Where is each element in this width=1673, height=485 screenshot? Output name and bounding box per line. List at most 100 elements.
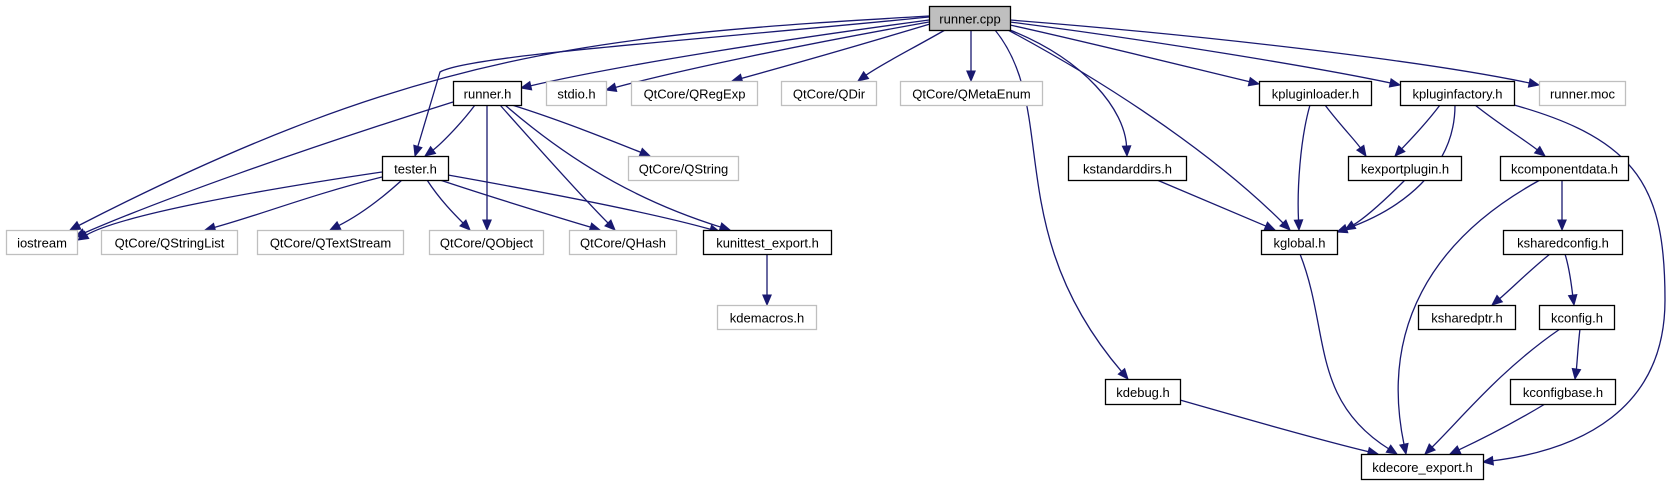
edge-ksharedconfig-h-to-ksharedptr-h: [1491, 253, 1551, 306]
node-tester-h[interactable]: tester.h: [381, 155, 450, 182]
edge-kpluginloader-h-to-kexportplugin-h: [1324, 104, 1367, 158]
edge-kpluginfactory-h-to-kglobal-h: [1335, 104, 1456, 234]
edge-line: [77, 15, 930, 227]
edge-line: [511, 104, 642, 154]
edge-line: [1400, 104, 1441, 150]
node-kstandarddirs-h[interactable]: kstandarddirs.h: [1067, 155, 1188, 182]
edge-runner-cpp-to-qdir: [856, 29, 946, 82]
edge-line: [1009, 24, 1251, 83]
edge-runner-cpp-to-runner-h: [519, 19, 930, 91]
edge-runner-cpp-to-kstandarddirs-h: [1009, 29, 1132, 158]
node-runner-cpp[interactable]: runner.cpp: [928, 5, 1012, 32]
edge-tester-h-to-qstringlist: [203, 176, 383, 233]
edge-runner-cpp-to-kpluginfactory-h: [1009, 21, 1402, 88]
arrowhead-icon: [1567, 293, 1578, 307]
node-box: [1417, 304, 1517, 331]
arrowhead-icon: [1385, 444, 1399, 455]
edge-runner-cpp-to-kglobal-h: [1007, 29, 1291, 231]
node-label: kcomponentdata.h: [1511, 162, 1618, 177]
node-label: kunittest_export.h: [716, 236, 819, 251]
node-box: [899, 80, 1044, 107]
arrowhead-icon: [1424, 443, 1436, 455]
edge-kstandarddirs-h-to-kglobal-h: [1156, 179, 1277, 231]
node-qtextstream: QtCore/QTextStream: [256, 229, 405, 256]
arrowhead-icon: [68, 220, 82, 231]
edge-line: [614, 21, 930, 89]
node-kunittest-export-h[interactable]: kunittest_export.h: [702, 229, 833, 256]
node-label: iostream: [17, 236, 67, 251]
arrowhead-icon: [1263, 221, 1277, 231]
node-kpluginfactory-h[interactable]: kpluginfactory.h: [1399, 80, 1516, 107]
edge-line: [447, 174, 712, 231]
edge-runner-cpp-to-runner-moc: [1009, 19, 1541, 88]
node-label: QtCore/QObject: [440, 236, 534, 251]
edge-line: [1156, 179, 1267, 228]
edge-kconfig-h-to-kdecore-export-h: [1424, 328, 1561, 455]
edge-line: [1564, 253, 1574, 297]
edge-line: [740, 23, 931, 80]
edge-line: [1352, 179, 1406, 226]
node-box: [381, 155, 450, 182]
edge-kcomponentdata-h-to-ksharedconfig-h: [1557, 180, 1567, 232]
edge-line: [1457, 403, 1546, 451]
node-kpluginloader-h[interactable]: kpluginloader.h: [1258, 80, 1373, 107]
arrowhead-icon: [1481, 455, 1495, 466]
arrowhead-icon: [76, 230, 90, 241]
arrowhead-icon: [1571, 367, 1582, 381]
node-label: QtCore/QDir: [793, 87, 866, 102]
edge-line: [213, 176, 383, 229]
edge-line: [426, 179, 465, 225]
edge-line: [504, 104, 722, 228]
edge-kglobal-h-to-kdecore-export-h: [1299, 253, 1399, 455]
edge-line: [529, 19, 930, 87]
node-kconfig-h[interactable]: kconfig.h: [1538, 304, 1616, 331]
arrowhead-icon: [1343, 220, 1357, 231]
node-kdecore-export-h[interactable]: kdecore_export.h: [1360, 453, 1485, 481]
node-box: [1538, 80, 1627, 107]
node-box: [568, 229, 678, 256]
arrowhead-icon: [459, 219, 471, 231]
node-label: QtCore/QRegExp: [644, 87, 746, 102]
edge-line: [1297, 104, 1311, 222]
node-qregexp: QtCore/QRegExp: [630, 80, 759, 107]
edge-line: [1397, 179, 1541, 446]
edge-line: [1474, 104, 1539, 151]
edge-line: [1324, 104, 1362, 149]
edge-runner-cpp-to-stdio-h: [604, 21, 930, 93]
node-box: [452, 80, 523, 107]
edge-line: [1345, 104, 1456, 230]
node-kdebug-h[interactable]: kdebug.h: [1104, 378, 1182, 406]
arrowhead-icon: [638, 147, 652, 157]
node-label: runner.h: [464, 87, 512, 102]
arrowhead-icon: [328, 220, 342, 231]
node-label: kpluginloader.h: [1272, 87, 1359, 102]
node-qdir: QtCore/QDir: [780, 80, 878, 107]
edge-line: [1009, 19, 1531, 84]
edges-layer: [68, 15, 1666, 466]
node-label: kpluginfactory.h: [1412, 87, 1502, 102]
node-ksharedconfig-h[interactable]: ksharedconfig.h: [1502, 229, 1624, 256]
edge-kcomponentdata-h-to-kdecore-export-h: [1397, 179, 1541, 456]
node-kcomponentdata-h[interactable]: kcomponentdata.h: [1499, 155, 1630, 182]
edge-line: [1007, 29, 1285, 225]
edge-line: [431, 104, 476, 152]
node-box: [702, 229, 833, 256]
node-label: kconfigbase.h: [1523, 385, 1603, 400]
node-kconfigbase-h[interactable]: kconfigbase.h: [1509, 378, 1617, 406]
node-kglobal-h[interactable]: kglobal.h: [1260, 229, 1339, 256]
arrowhead-icon: [1293, 219, 1304, 232]
node-box: [1067, 155, 1188, 182]
edge-line: [1491, 104, 1666, 462]
node-box: [1347, 155, 1463, 182]
node-label: QtCore/QMetaEnum: [912, 87, 1031, 102]
node-label: QtCore/QStringList: [115, 236, 225, 251]
node-ksharedptr-h[interactable]: ksharedptr.h: [1417, 304, 1517, 331]
node-kexportplugin-h[interactable]: kexportplugin.h: [1347, 155, 1463, 182]
edge-line: [1299, 253, 1390, 450]
node-box: [256, 229, 405, 256]
node-label: QtCore/QTextStream: [270, 236, 391, 251]
node-box: [928, 5, 1012, 32]
node-label: stdio.h: [557, 87, 595, 102]
edge-tester-h-to-qtextstream: [328, 179, 403, 231]
node-runner-h[interactable]: runner.h: [452, 80, 523, 107]
